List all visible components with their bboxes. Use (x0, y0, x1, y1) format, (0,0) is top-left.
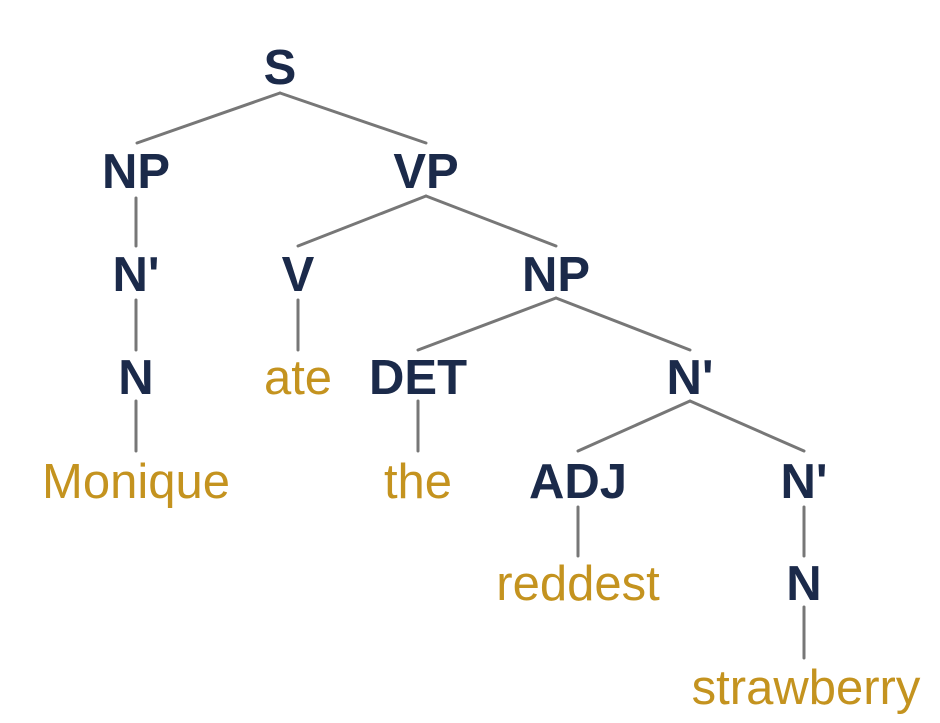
node-n-object: N (786, 557, 821, 611)
node-s: S (264, 41, 297, 95)
edge-s-vp (278, 91, 428, 145)
tree-edges (134, 91, 806, 660)
word-the: the (384, 455, 452, 509)
node-np-object: NP (522, 248, 590, 302)
node-nbar-object: N' (666, 351, 713, 405)
word-ate: ate (264, 351, 332, 405)
word-monique: Monique (42, 455, 230, 509)
edge-vp-np (424, 194, 558, 248)
node-v: V (282, 248, 315, 302)
edge-np-nbar-object (554, 296, 692, 352)
node-vp: VP (393, 145, 458, 199)
node-n-subject: N (118, 351, 153, 405)
edge-np-det (416, 296, 558, 352)
word-strawberry: strawberry (692, 661, 921, 715)
node-adj: ADJ (529, 455, 627, 509)
node-nbar-inner: N' (780, 455, 827, 509)
edge-vp-v (296, 194, 428, 248)
word-reddest: reddest (496, 557, 660, 611)
node-nbar-subject: N' (112, 248, 159, 302)
category-nodes: S NP VP N' V NP N DET N' ADJ N' N (102, 41, 828, 611)
node-np-subject: NP (102, 145, 170, 199)
edge-s-np (135, 91, 282, 145)
edge-nbar-adj (576, 399, 692, 453)
word-nodes: Monique ate the reddest strawberry (42, 351, 921, 715)
node-det: DET (369, 351, 467, 405)
edge-nbar-nbar (688, 399, 806, 453)
